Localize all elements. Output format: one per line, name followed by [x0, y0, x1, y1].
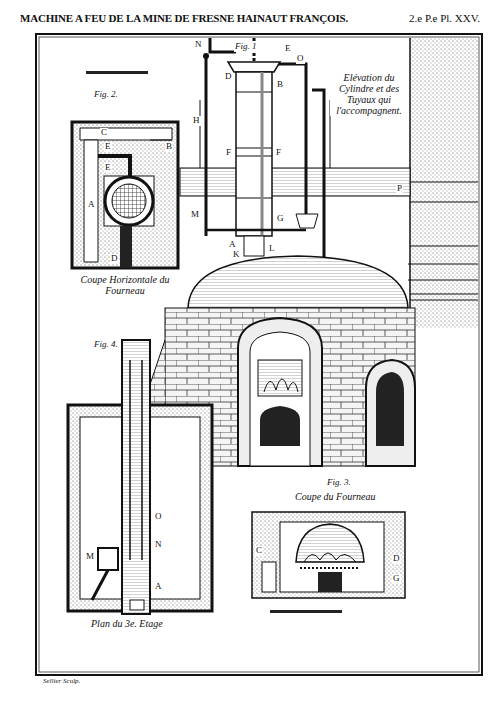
callout-letter: G	[276, 214, 285, 224]
callout-letter: A	[228, 240, 237, 250]
callout-letter: D	[392, 554, 401, 564]
callout-letter: G	[392, 574, 401, 584]
callout-letter: C	[255, 546, 263, 556]
callout-letter: N	[154, 540, 163, 550]
engraver-signature: Sellier Sculp.	[42, 678, 81, 686]
callout-letter: A	[87, 200, 96, 210]
figure-caption: Coupe du Fourneau	[294, 491, 377, 502]
callout-letter: N	[194, 40, 203, 50]
plate-title: MACHINE A FEU DE LA MINE DE FRESNE HAINA…	[20, 12, 348, 24]
callout-letter: B	[276, 80, 284, 90]
callout-letter: P	[396, 184, 403, 194]
figure-number: Fig. 3.	[326, 478, 352, 488]
callout-letter: C	[100, 128, 108, 138]
callout-letter: O	[154, 512, 163, 522]
callout-letter: M	[85, 552, 95, 562]
callout-letter: F	[225, 148, 232, 158]
figure-caption: Coupe Horizontale du Fourneau	[76, 274, 174, 296]
callout-letter: L	[268, 244, 276, 254]
callout-letter: K	[232, 250, 241, 260]
callout-letter: H	[192, 116, 201, 126]
callout-letter: A	[154, 582, 163, 592]
fig4-plan	[68, 340, 212, 614]
callout-letter: D	[224, 72, 233, 82]
figure-caption: Plan du 3e. Etage	[90, 618, 164, 629]
callout-letter: B	[165, 142, 173, 152]
figure-number: Fig. 4.	[93, 340, 119, 350]
fig3-section	[252, 512, 405, 613]
plate-number: 2.e P.e Pl. XXV.	[408, 12, 481, 24]
figure-caption: Elévation du Cylindre et des Tuyaux qui …	[330, 72, 408, 116]
fig2-horizontal-section	[72, 71, 178, 268]
callout-letter: D	[110, 254, 119, 264]
callout-letter: E	[104, 142, 112, 152]
fig1-elevation	[138, 38, 478, 466]
figure-number: Fig. 2.	[93, 90, 119, 100]
callout-letter: F	[275, 148, 282, 158]
callout-letter: M	[190, 210, 200, 220]
callout-letter: E	[104, 163, 112, 173]
callout-letter: O	[296, 54, 305, 64]
figure-number: Fig. 1	[234, 42, 258, 52]
callout-letter: E	[284, 44, 292, 54]
